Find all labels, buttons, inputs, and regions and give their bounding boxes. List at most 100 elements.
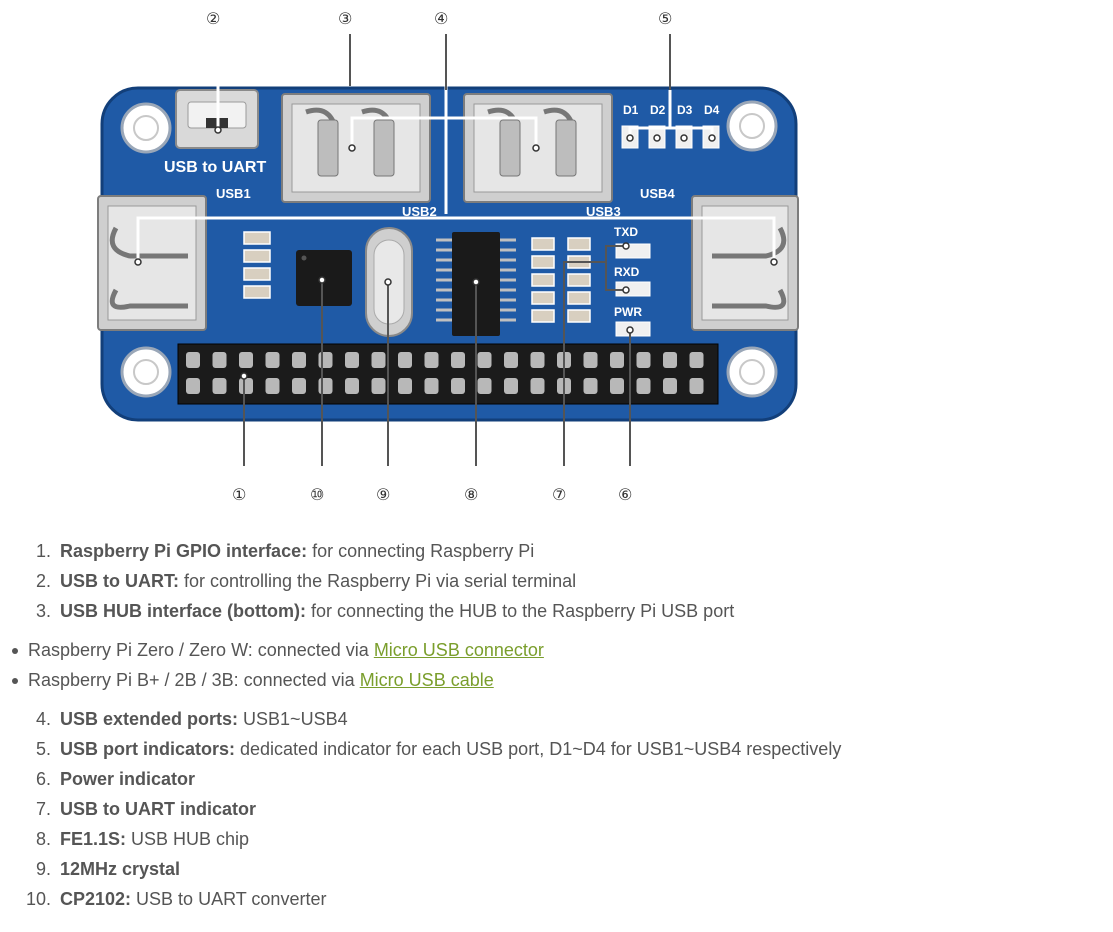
item-description: USB HUB chip [126, 829, 250, 849]
callout-10: ⑩ [310, 485, 324, 504]
item-title: USB HUB interface (bottom): [60, 601, 306, 621]
gpio-pin [530, 378, 545, 394]
sublist-text: Raspberry Pi B+ / 2B / 3B: connected via [28, 670, 360, 690]
item-number: 7. [35, 799, 51, 819]
feature-list-section: 1. Raspberry Pi GPIO interface: for conne… [0, 536, 1113, 914]
list-item: 8.FE1.1S: USB HUB chip [0, 824, 1113, 854]
item-description: for connecting the HUB to the Raspberry … [306, 601, 735, 621]
gpio-pin [610, 352, 624, 368]
callout-2: ② [206, 9, 220, 28]
gpio-pin [239, 378, 253, 394]
board-diagram: USB to UART USB1 USB2 USB3 D1 D2 D3 D4 U… [97, 9, 799, 504]
gpio-pin [292, 378, 306, 394]
gpio-pin [371, 352, 386, 368]
list-item: 6.Power indicator [0, 764, 1113, 794]
gpio-pin [663, 378, 677, 394]
gpio-pin [292, 352, 306, 368]
item-title: USB to UART: [60, 571, 179, 591]
label-usb4: USB4 [640, 186, 675, 201]
item-number: 6. [35, 769, 51, 789]
gpio-pin [398, 378, 412, 394]
list-item: 2. USB to UART: for controlling the Raspb… [0, 566, 1113, 596]
callout-1: ① [232, 485, 246, 504]
gpio-pin [318, 352, 333, 368]
micro-usb-cable-link[interactable]: Micro USB cable [359, 670, 494, 690]
item-description: for controlling the Raspberry Pi via ser… [179, 571, 577, 591]
list-item: 10.CP2102: USB to UART converter [0, 884, 1113, 914]
gpio-pin [610, 378, 624, 394]
label-pwr: PWR [614, 305, 642, 319]
list-item: 7.USB to UART indicator [0, 794, 1113, 824]
gpio-pin [424, 378, 439, 394]
gpio-pin [663, 352, 677, 368]
gpio-pin [186, 378, 200, 394]
item-number: 9. [35, 859, 51, 879]
label-d3: D3 [677, 103, 693, 117]
item-number: 4. [35, 709, 51, 729]
usb2-port [281, 93, 431, 203]
callout-lines [136, 34, 776, 466]
connection-sublist: Raspberry Pi Zero / Zero W: connected vi… [0, 635, 1113, 695]
item-description: dedicated indicator for each USB port, D… [235, 739, 842, 759]
gpio-pin [477, 352, 492, 368]
callout-6: ⑥ [618, 485, 632, 504]
gpio-pin [345, 352, 359, 368]
label-usb2: USB2 [402, 204, 437, 219]
gpio-pin [318, 378, 333, 394]
item-number: 8. [35, 829, 51, 849]
gpio-pin [583, 378, 598, 394]
label-usb1: USB1 [216, 186, 251, 201]
micro-usb-connector-link[interactable]: Micro USB connector [373, 640, 544, 660]
pcb-board [102, 88, 796, 420]
list-item: 5.USB port indicators: dedicated indicat… [0, 734, 1113, 764]
usb1-port [97, 195, 207, 331]
passive-components-left [243, 231, 271, 299]
list-item: 9.12MHz crystal [0, 854, 1113, 884]
gpio-pin [451, 378, 465, 394]
gpio-pin [477, 378, 492, 394]
label-usb3: USB3 [586, 204, 621, 219]
item-description: for connecting Raspberry Pi [307, 541, 535, 561]
gpio-pin [530, 352, 545, 368]
item-number: 1. [35, 541, 51, 561]
gpio-pin [265, 378, 280, 394]
feature-list-continued: 4. USB extended ports: USB1~USB4 5.USB po… [0, 704, 1113, 914]
callout-8: ⑧ [464, 485, 478, 504]
item-number: 3. [35, 601, 51, 621]
callout-9: ⑨ [376, 485, 390, 504]
callout-3: ③ [338, 9, 352, 28]
sublist-text: Raspberry Pi Zero / Zero W: connected vi… [28, 640, 374, 660]
usb4-port [691, 195, 799, 331]
label-usb-to-uart: USB to UART [164, 159, 266, 176]
gpio-pin [345, 378, 359, 394]
list-item: 1. Raspberry Pi GPIO interface: for conne… [0, 536, 1113, 566]
callout-dots [134, 126, 778, 380]
item-number: 10. [25, 889, 51, 909]
gpio-pin [689, 352, 704, 368]
gpio-pin [371, 378, 386, 394]
gpio-pin [504, 378, 518, 394]
item-title: USB port indicators: [60, 739, 236, 759]
list-item: 3. USB HUB interface (bottom): for connec… [0, 596, 1113, 626]
mounting-holes [120, 100, 778, 398]
label-rxd: RXD [614, 265, 640, 279]
gpio-pin [186, 352, 200, 368]
sublist-item: Raspberry Pi Zero / Zero W: connected vi… [0, 635, 1113, 665]
item-description: USB1~USB4 [238, 709, 348, 729]
gpio-pin [504, 352, 518, 368]
label-d1: D1 [623, 103, 639, 117]
label-txd: TXD [614, 225, 638, 239]
callout-4: ④ [434, 9, 448, 28]
gpio-pin [636, 378, 651, 394]
gpio-pin [212, 352, 227, 368]
item-description: USB to UART converter [131, 889, 327, 909]
sublist-item: Raspberry Pi B+ / 2B / 3B: connected via… [0, 665, 1113, 695]
gpio-pin [239, 352, 253, 368]
item-title: Raspberry Pi GPIO interface: [60, 541, 308, 561]
gpio-pin [451, 352, 465, 368]
gpio-pin [265, 352, 280, 368]
item-number: 2. [35, 571, 51, 591]
list-item: 4. USB extended ports: USB1~USB4 [0, 704, 1113, 734]
gpio-pin [636, 352, 651, 368]
item-title: USB extended ports: [60, 709, 239, 729]
